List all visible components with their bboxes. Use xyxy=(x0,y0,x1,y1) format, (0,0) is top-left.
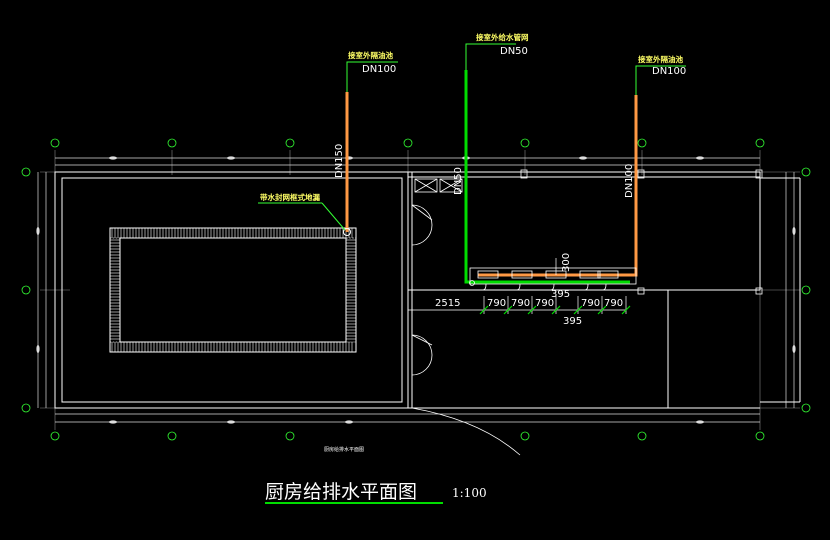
axis-bubble xyxy=(21,285,31,295)
kitchen-pit xyxy=(109,227,357,353)
pipe-label-center: 接室外给水管网 xyxy=(476,32,529,42)
axis-bubble xyxy=(167,138,177,148)
axis-bubble xyxy=(755,431,765,441)
dim-790-3: 790 xyxy=(535,298,554,309)
axis-bubble xyxy=(167,431,177,441)
axis-bubble xyxy=(801,403,811,413)
axis-bubble xyxy=(755,138,765,148)
pipe-size-left: DN100 xyxy=(362,64,396,75)
pipe-size-center: DN50 xyxy=(500,46,528,57)
exhaust-box xyxy=(414,178,463,193)
pipe-size-right: DN100 xyxy=(652,66,686,77)
axis-bubble xyxy=(801,285,811,295)
axis-bubble xyxy=(520,431,530,441)
building-walls xyxy=(54,171,801,409)
dimension-chain xyxy=(407,258,627,314)
fixture-row xyxy=(469,267,637,291)
dim-790-4: 790 xyxy=(581,298,600,309)
axis-bubble xyxy=(50,431,60,441)
drain-pipe-left xyxy=(343,92,351,236)
axis-bubble xyxy=(50,138,60,148)
dim-395-upper: 395 xyxy=(551,289,570,300)
axis-bubble xyxy=(637,138,647,148)
dim-300: 300 xyxy=(561,253,572,272)
dimension-ticks-green xyxy=(479,305,631,315)
axis-bubble xyxy=(21,403,31,413)
fixture-label: 带水封网框式地漏 xyxy=(260,192,320,202)
drawing-title: 厨房给排水平面图 xyxy=(265,481,417,503)
top-window xyxy=(520,169,763,295)
axis-bubble xyxy=(285,138,295,148)
axis-bubble xyxy=(21,167,31,177)
dim-395-lower: 395 xyxy=(563,316,582,327)
drain-pipe-right xyxy=(478,95,638,277)
leader-lines xyxy=(258,43,686,231)
dimension-rails xyxy=(37,157,795,423)
axis-bubble xyxy=(285,431,295,441)
small-caption: 厨房给排水平面图 xyxy=(324,446,364,453)
dim-790-1: 790 xyxy=(487,298,506,309)
axis-bubble xyxy=(637,431,647,441)
pipe-size-vertical-center: DN50 xyxy=(453,167,464,195)
dim-790-5: 790 xyxy=(604,298,623,309)
pipe-size-vertical-right: DN100 xyxy=(624,164,635,198)
axis-bubbles xyxy=(21,138,811,441)
pipe-label-right: 接室外隔油池 xyxy=(638,54,683,64)
dim-2515: 2515 xyxy=(435,298,460,309)
dim-790-2: 790 xyxy=(511,298,530,309)
axis-bubble xyxy=(403,138,413,148)
pipe-size-vertical-left: DN150 xyxy=(334,144,345,178)
pipe-label-left: 接室外隔油池 xyxy=(348,50,393,60)
drawing-scale: 1:100 xyxy=(452,486,487,500)
axis-bubble xyxy=(520,138,530,148)
axis-bubble xyxy=(801,167,811,177)
doors xyxy=(411,204,521,456)
water-supply-pipe xyxy=(464,70,630,284)
